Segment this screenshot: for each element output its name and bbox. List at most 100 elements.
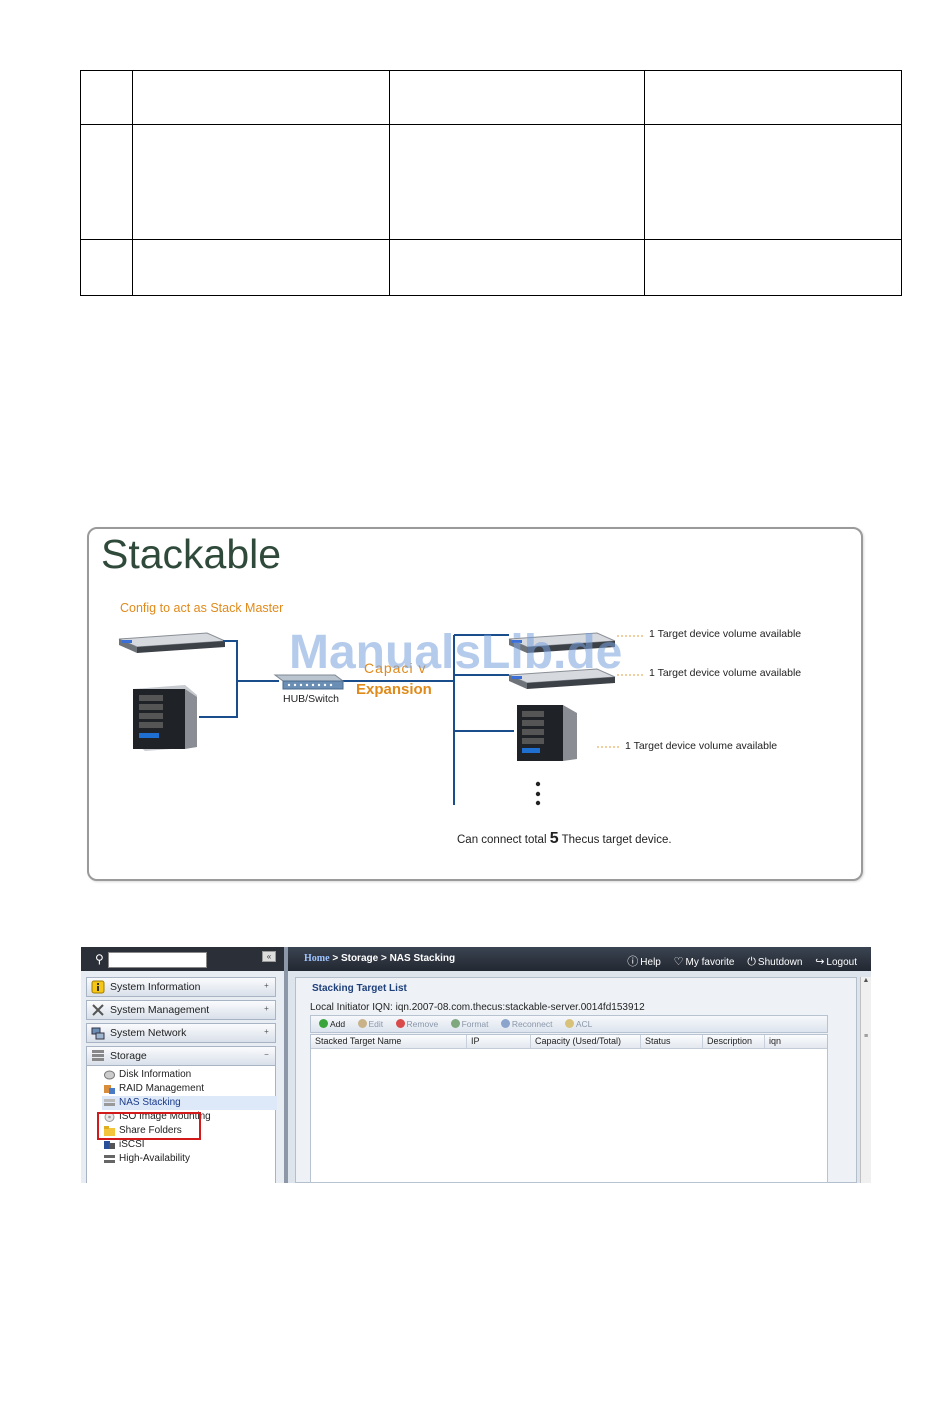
table-cell	[80, 124, 133, 240]
total-count: 5	[549, 830, 559, 847]
logout-icon: ↪	[815, 956, 825, 968]
hub-switch-icon	[273, 674, 345, 690]
collapse-sidebar-button[interactable]: «	[262, 951, 276, 962]
remove-button[interactable]: Remove	[395, 1019, 438, 1029]
diagram-title: Stackable	[101, 531, 282, 577]
total-suffix: Thecus target device.	[561, 834, 672, 846]
table-cell	[388, 124, 646, 240]
menu-system-network[interactable]: System Network +	[86, 1023, 276, 1043]
menu-label: System Information	[110, 981, 201, 993]
sidebar-item-high-availability[interactable]: High-Availability	[102, 1152, 277, 1166]
table-cell	[644, 239, 902, 296]
table-cell	[388, 70, 646, 125]
connection-lines	[199, 634, 514, 805]
table-cell	[131, 70, 390, 125]
menu-label: System Network	[110, 1027, 187, 1039]
table-row	[80, 239, 902, 296]
target-tower-nas-icon	[517, 705, 577, 761]
expand-icon[interactable]: +	[264, 1004, 269, 1013]
vertical-scrollbar[interactable]: ▲≡	[860, 977, 871, 1183]
collapse-icon[interactable]: −	[264, 1050, 269, 1059]
column-header[interactable]: Description	[703, 1035, 765, 1048]
breadcrumb-home[interactable]: Home	[304, 953, 330, 964]
column-header[interactable]: Status	[641, 1035, 703, 1048]
menu-label: Storage	[110, 1050, 147, 1062]
reconnect-button[interactable]: Reconnect	[500, 1019, 553, 1029]
table-cell	[131, 124, 390, 240]
stackable-diagram: Stackable Config to act as Stack Master …	[87, 527, 863, 881]
shutdown-link[interactable]: ⏻Shutdown	[747, 956, 803, 968]
sidebar-item-iso-image-mounting[interactable]: ISO Image Mounting	[102, 1110, 277, 1124]
table-cell	[644, 70, 902, 125]
disk-icon	[104, 1070, 115, 1080]
target-label: 1 Target device volume available	[625, 740, 778, 752]
sidebar-item-raid-management[interactable]: RAID Management	[102, 1082, 277, 1096]
stacking-icon	[104, 1099, 115, 1106]
folder-icon	[104, 1126, 115, 1136]
raid-icon	[104, 1085, 115, 1094]
heart-icon: ♡	[673, 956, 684, 968]
sidebar-item-label: Share Folders	[119, 1125, 182, 1136]
acl-button[interactable]: ACL	[564, 1019, 593, 1029]
menu-label: System Management	[110, 1004, 210, 1016]
sidebar-item-label: ISO Image Mounting	[119, 1111, 211, 1122]
logout-label: Logout	[826, 957, 857, 968]
target-rack-server-icon	[508, 668, 616, 689]
tools-icon	[92, 1004, 104, 1016]
master-rack-server-icon	[118, 632, 226, 653]
favorite-link[interactable]: ♡My favorite	[673, 956, 735, 968]
favorite-label: My favorite	[685, 957, 735, 968]
table-cell	[80, 239, 133, 296]
search-input[interactable]	[108, 952, 207, 968]
table-cell	[80, 70, 133, 125]
add-icon	[319, 1019, 328, 1028]
acl-label: ACL	[575, 1019, 593, 1029]
target-label: 1 Target device volume available	[649, 628, 802, 640]
local-initiator-iqn: Local Initiator IQN: iqn.2007-08.com.the…	[310, 1002, 645, 1013]
diagram-subtitle: Config to act as Stack Master	[120, 601, 284, 615]
column-header[interactable]: iqn	[769, 1036, 782, 1046]
master-tower-nas-icon	[133, 685, 197, 751]
format-button[interactable]: Format	[450, 1019, 488, 1029]
shutdown-label: Shutdown	[757, 957, 803, 968]
menu-system-management[interactable]: System Management +	[86, 1000, 276, 1020]
sidebar-item-iscsi[interactable]: iSCSI	[102, 1138, 277, 1152]
network-icon	[91, 1027, 105, 1040]
admin-ui-screenshot: ⚲ « System Information + System Manageme…	[81, 947, 871, 1183]
iscsi-icon	[104, 1141, 115, 1149]
sidebar-item-share-folders[interactable]: Share Folders	[102, 1124, 277, 1138]
leader-lines	[597, 635, 645, 748]
sidebar-item-disk-information[interactable]: Disk Information	[102, 1068, 277, 1082]
expand-icon[interactable]: +	[264, 1027, 269, 1036]
column-header[interactable]: Stacked Target Name	[311, 1035, 467, 1048]
stacking-target-table: Stacked Target Name IP Capacity (Used/To…	[310, 1034, 828, 1183]
hub-label: HUB/Switch	[283, 693, 340, 705]
expand-icon[interactable]: +	[264, 981, 269, 990]
sidebar-item-label: High-Availability	[119, 1153, 190, 1164]
edit-button[interactable]: Edit	[357, 1019, 384, 1029]
sidebar-item-nas-stacking[interactable]: NAS Stacking	[102, 1096, 277, 1110]
help-icon: ⓘ	[627, 956, 639, 968]
logout-link[interactable]: ↪Logout	[815, 956, 857, 968]
menu-storage[interactable]: Storage −	[86, 1046, 276, 1066]
edit-label: Edit	[368, 1019, 384, 1029]
column-header[interactable]: Capacity (Used/Total)	[531, 1035, 641, 1048]
table-cell	[388, 239, 646, 296]
total-devices-caption: Can connect total 5 Thecus target device…	[457, 830, 672, 848]
more-devices-ellipsis	[535, 781, 541, 806]
table-row	[80, 70, 902, 125]
column-header[interactable]: IP	[467, 1035, 531, 1048]
reconnect-icon	[500, 1019, 510, 1028]
table-header: Stacked Target Name IP Capacity (Used/To…	[311, 1035, 827, 1049]
breadcrumb-path: > Storage > NAS Stacking	[329, 953, 456, 964]
add-button[interactable]: Add	[319, 1019, 345, 1029]
menu-system-information[interactable]: System Information +	[86, 977, 276, 997]
target-rack-server-icon	[508, 632, 616, 653]
storage-submenu: Disk Information RAID Management NAS Sta…	[86, 1066, 277, 1183]
search-icon: ⚲	[95, 952, 104, 966]
expansion-label: Expansion	[356, 681, 432, 698]
